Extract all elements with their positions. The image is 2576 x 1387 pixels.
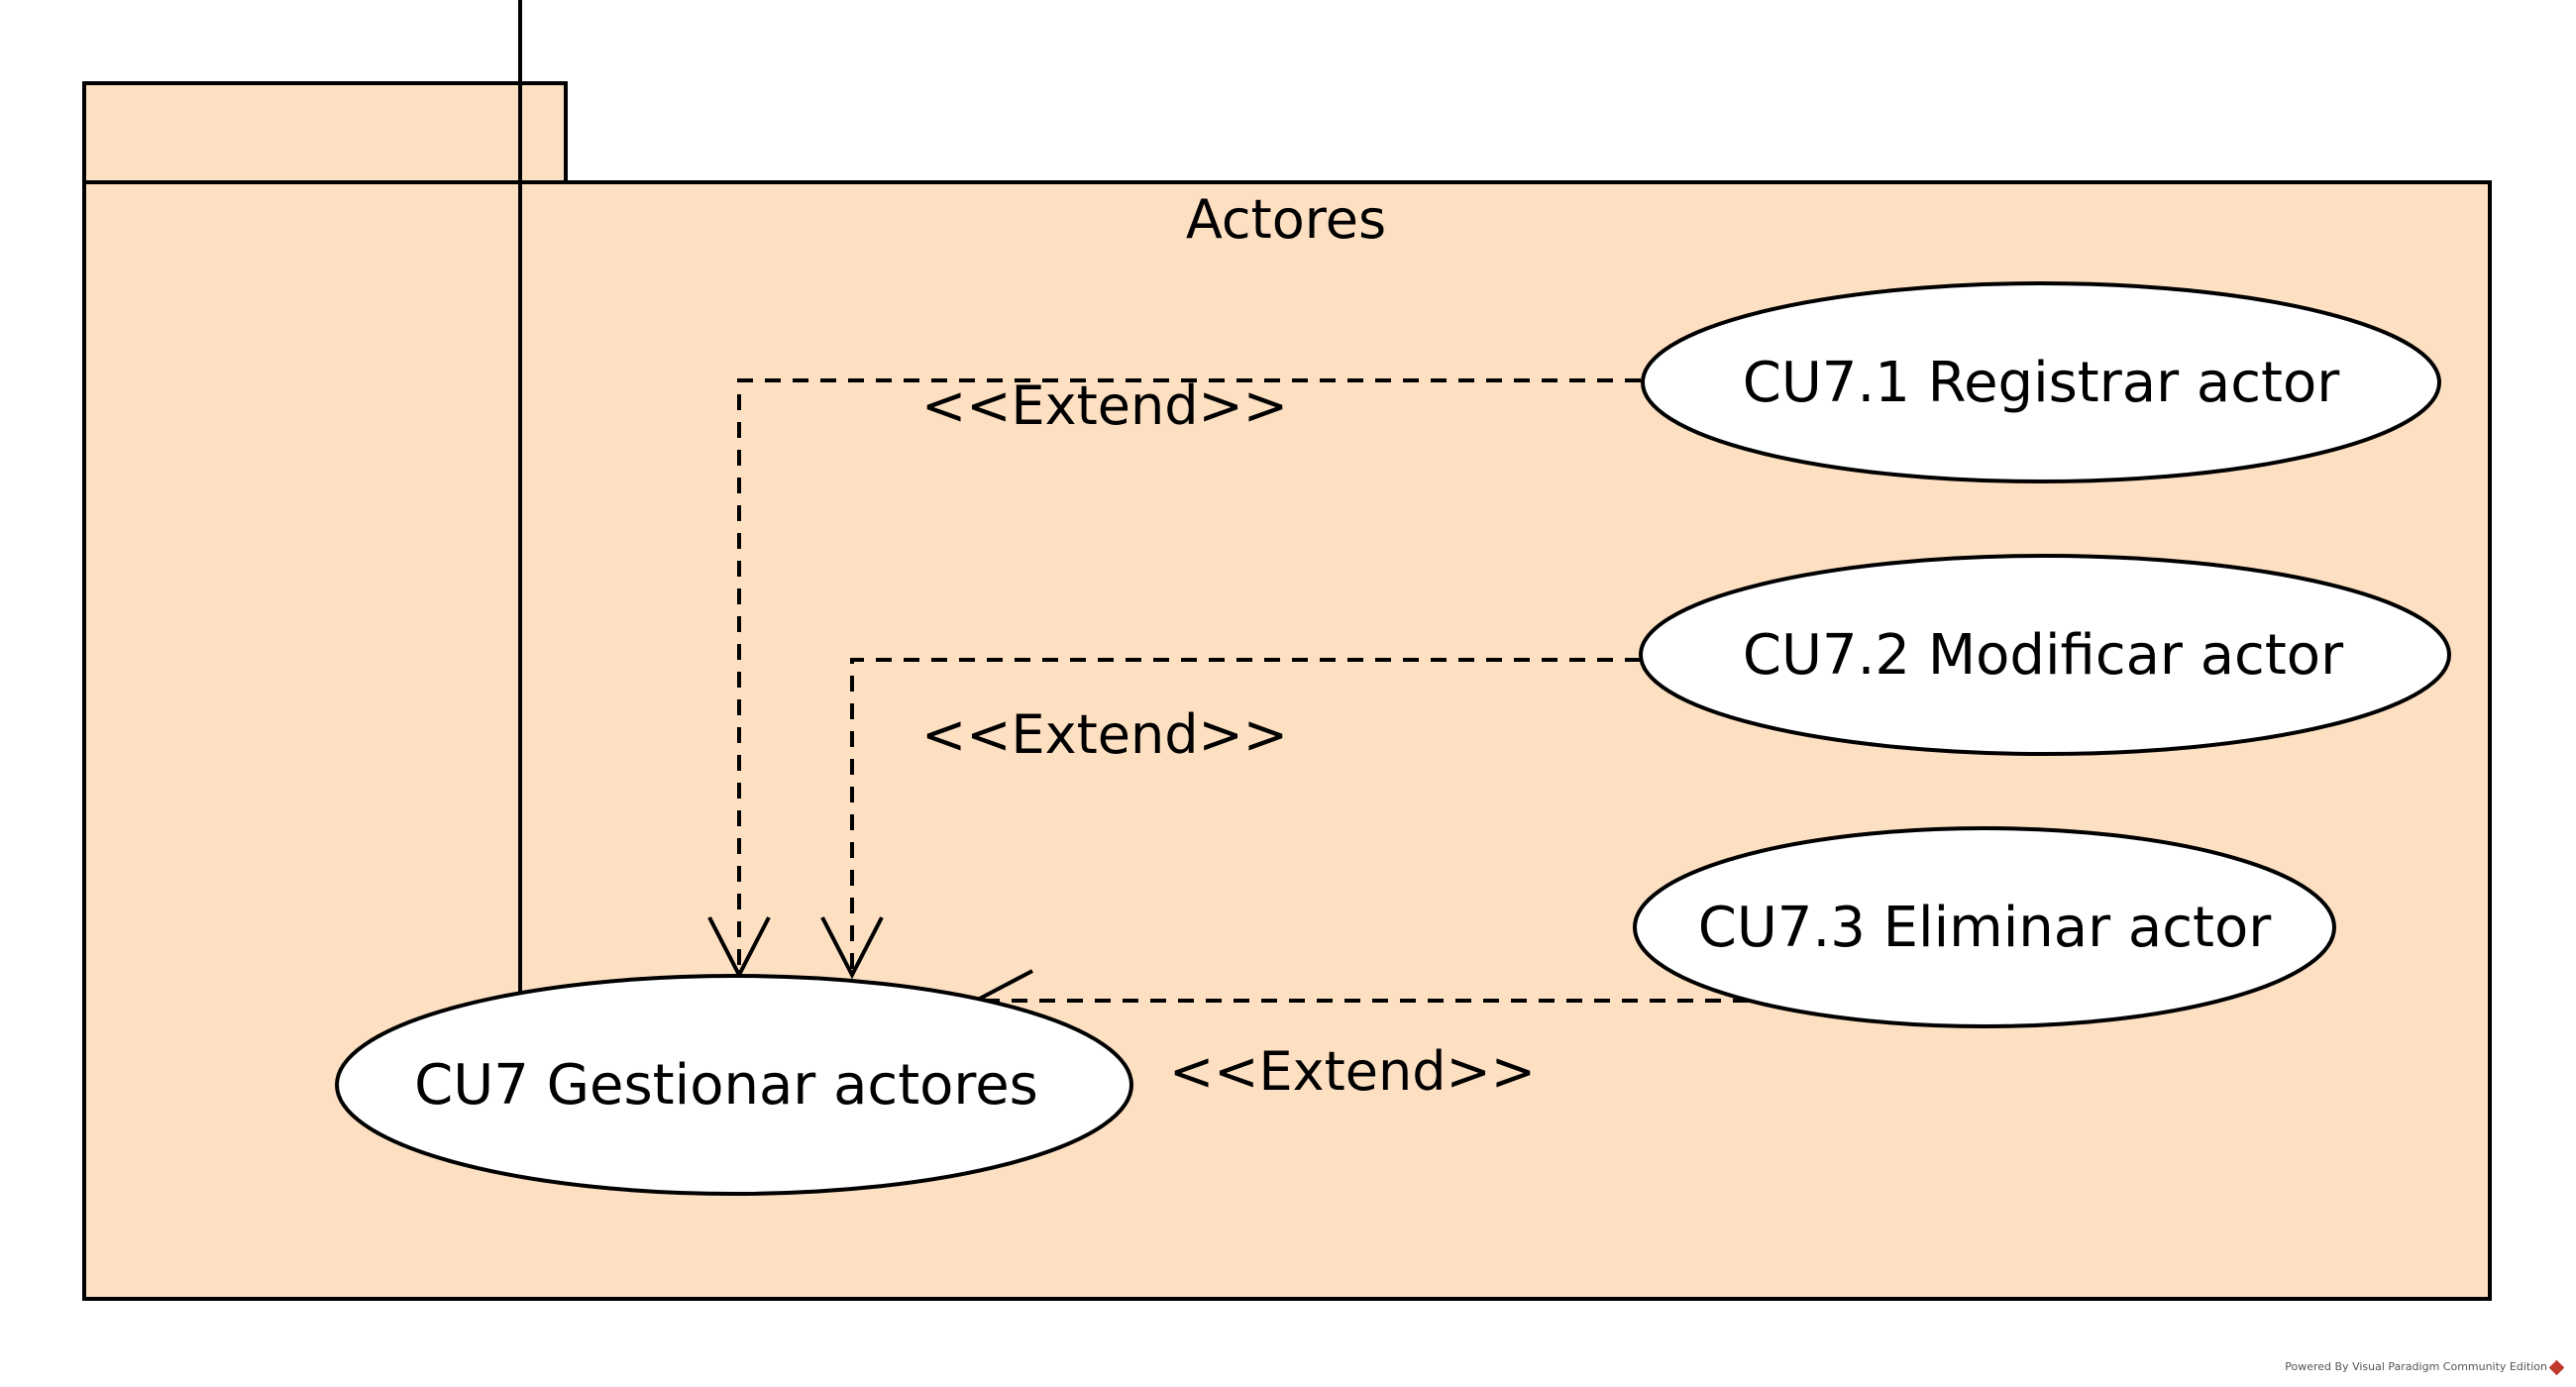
watermark: Powered By Visual Paradigm Community Edi… bbox=[2285, 1359, 2565, 1375]
use-case-modify-label: CU7.2 Modificar actor bbox=[1743, 623, 2344, 688]
extend-relation-modify bbox=[850, 658, 1641, 975]
extend-relation-register bbox=[737, 378, 1641, 975]
use-case-modify[interactable] bbox=[1639, 554, 2451, 756]
watermark-text: Powered By Visual Paradigm Community Edi… bbox=[2285, 1360, 2547, 1373]
visual-paradigm-logo-icon bbox=[2548, 1359, 2565, 1375]
extend-label-register: <<Extend>> bbox=[921, 374, 1288, 437]
use-case-main-label: CU7 Gestionar actores bbox=[414, 1053, 1038, 1118]
use-case-register-label: CU7.1 Registrar actor bbox=[1743, 351, 2341, 415]
use-case-delete[interactable] bbox=[1633, 826, 2336, 1028]
use-case-main[interactable] bbox=[335, 974, 1133, 1196]
use-case-register[interactable] bbox=[1641, 281, 2441, 483]
package-tab bbox=[82, 81, 568, 184]
use-case-delete-label: CU7.3 Eliminar actor bbox=[1698, 896, 2273, 960]
extend-arrowhead-modify bbox=[820, 916, 884, 980]
extend-label-modify: <<Extend>> bbox=[921, 703, 1288, 766]
package-title: Actores bbox=[1186, 188, 1386, 251]
extend-label-delete: <<Extend>> bbox=[1169, 1040, 1536, 1103]
